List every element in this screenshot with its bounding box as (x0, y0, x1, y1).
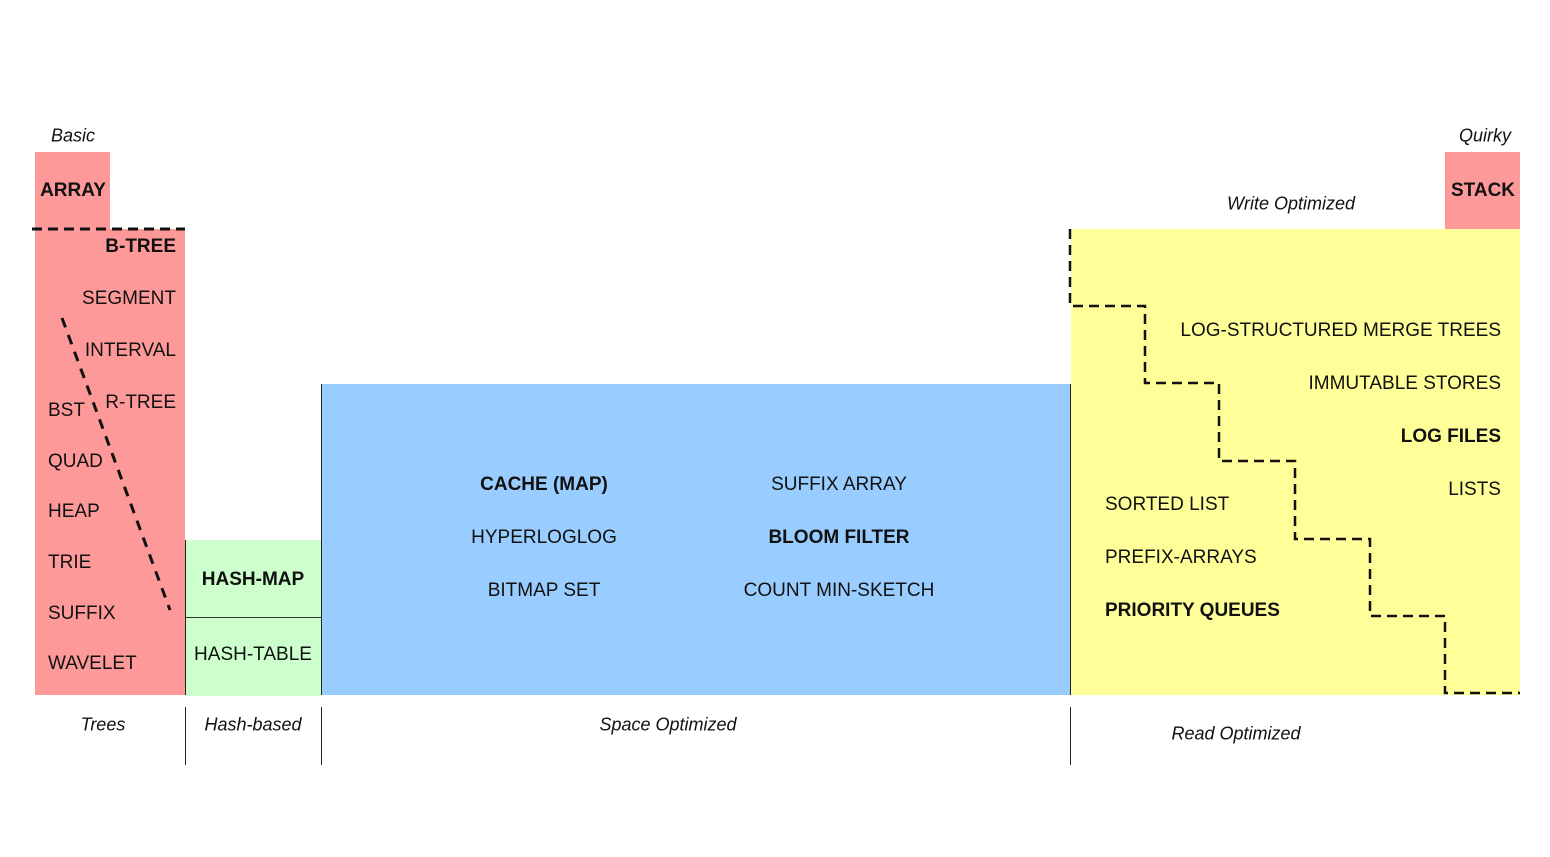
space-left-border (321, 384, 322, 695)
label-prefix-arrays: PREFIX-ARRAYS (1105, 547, 1257, 568)
label-hash-table: HASH-TABLE (194, 644, 312, 665)
hash-left-border (185, 540, 186, 695)
label-trie: TRIE (48, 552, 92, 573)
read-write-staircase (1068, 229, 1520, 695)
label-bitmap-set: BITMAP SET (487, 580, 601, 601)
label-hyperloglog: HYPERLOGLOG (471, 527, 617, 548)
array-region (35, 152, 110, 229)
label-count-min-sketch: COUNT MIN-SKETCH (743, 580, 935, 601)
label-segment: SEGMENT (82, 288, 176, 309)
label-heap: HEAP (48, 501, 100, 522)
caption-space-optimized: Space Optimized (599, 714, 737, 735)
caption-quirky: Quirky (1458, 125, 1512, 146)
label-hash-map: HASH-MAP (201, 569, 305, 590)
hash-table-region (185, 617, 321, 696)
label-stack: STACK (1450, 180, 1516, 201)
divider-space-read (1070, 707, 1071, 765)
label-cache-map: CACHE (MAP) (480, 474, 608, 495)
label-interval: INTERVAL (84, 340, 176, 361)
label-array: ARRAY (40, 180, 106, 201)
space-right-border (1070, 384, 1071, 695)
stack-region (1445, 152, 1520, 229)
caption-basic: Basic (50, 125, 96, 146)
label-lsm-trees: LOG-STRUCTURED MERGE TREES (1180, 320, 1501, 341)
label-bloom-filter: BLOOM FILTER (768, 527, 910, 548)
hash-map-region (185, 540, 321, 617)
label-suffix-array: SUFFIX ARRAY (771, 474, 907, 495)
label-sorted-list: SORTED LIST (1105, 494, 1230, 515)
trees-diagonal-dashed-line (60, 317, 172, 611)
divider-trees-hash (185, 707, 186, 765)
label-priority-queues: PRIORITY QUEUES (1105, 600, 1280, 621)
caption-hash-based: Hash-based (204, 714, 302, 735)
divider-hash-space (321, 707, 322, 765)
label-log-files: LOG FILES (1400, 426, 1501, 447)
label-suffix: SUFFIX (48, 603, 116, 624)
label-wavelet: WAVELET (48, 653, 137, 674)
label-bst: BST (48, 400, 85, 421)
label-r-tree: R-TREE (105, 392, 176, 413)
label-quad: QUAD (48, 451, 103, 472)
trees-region (35, 229, 185, 695)
label-immutable-stores: IMMUTABLE STORES (1308, 373, 1502, 394)
label-lists: LISTS (1448, 479, 1501, 500)
space-optimized-region (322, 384, 1071, 695)
caption-trees: Trees (80, 714, 126, 735)
label-b-tree: B-TREE (105, 236, 176, 257)
caption-read-optimized: Read Optimized (1171, 723, 1301, 744)
caption-write-optimized: Write Optimized (1226, 193, 1356, 214)
